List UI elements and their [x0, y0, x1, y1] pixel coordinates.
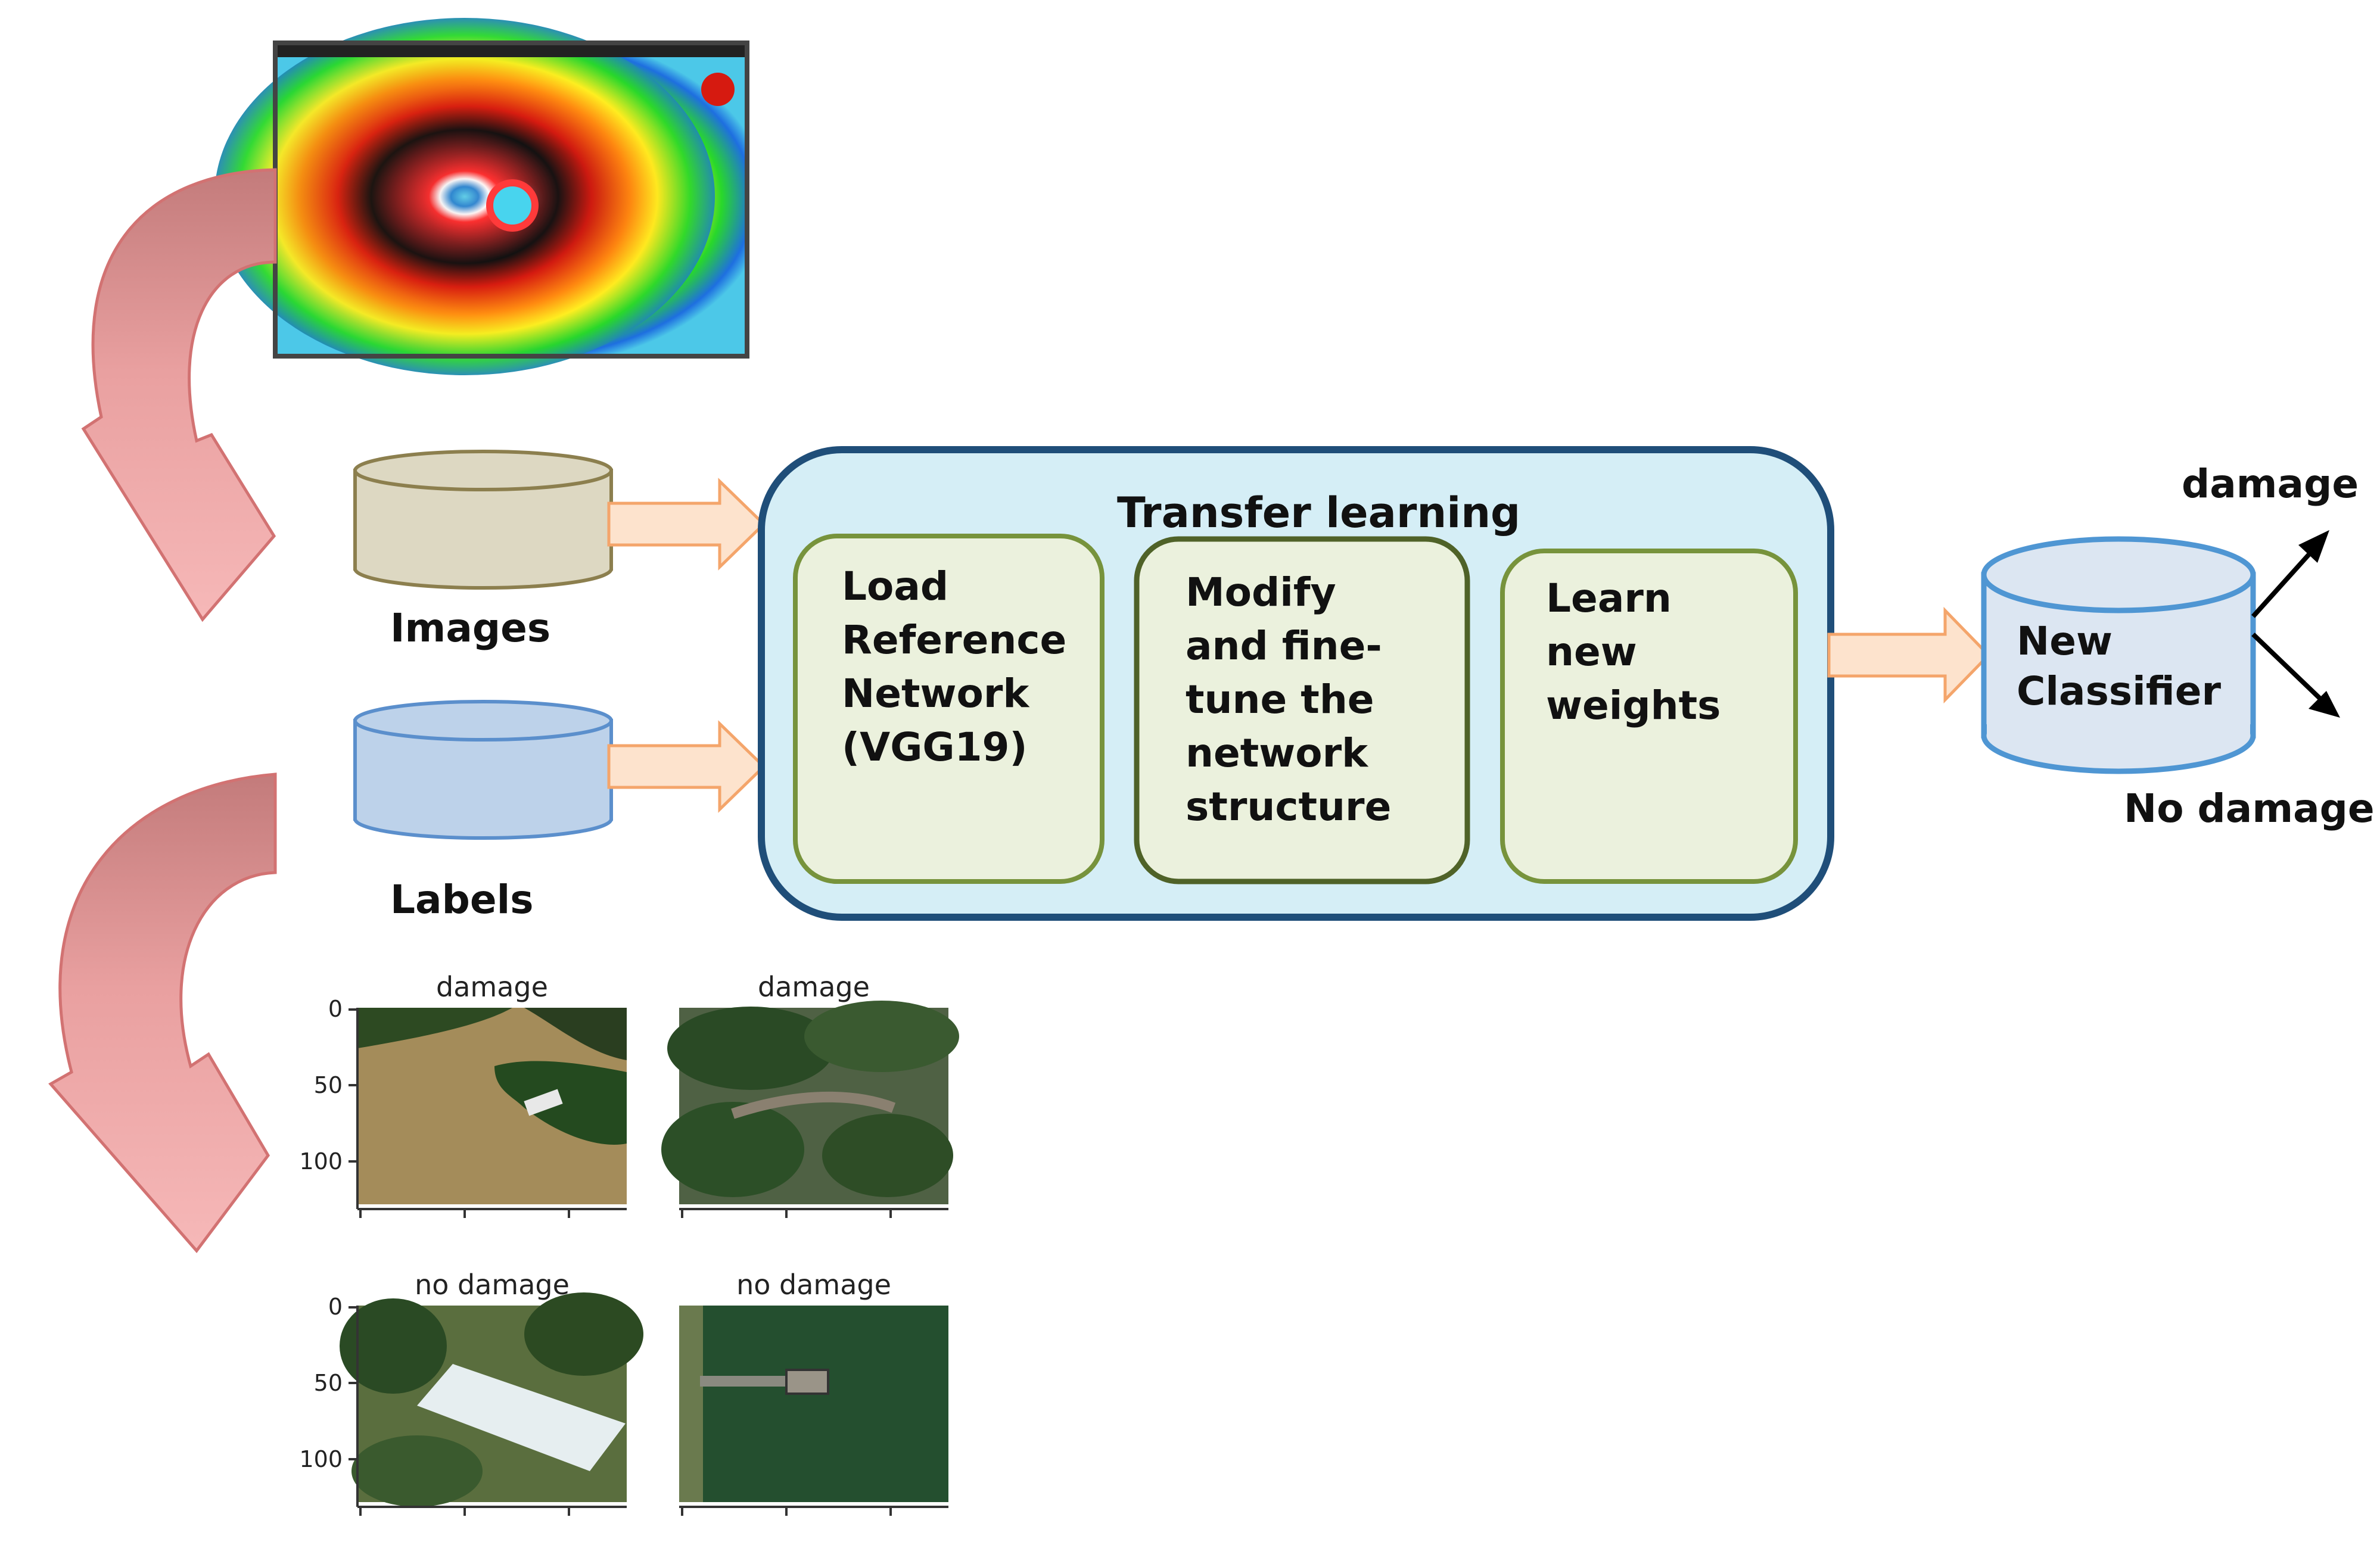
sample-title: damage — [758, 971, 870, 1003]
labels-db-icon — [353, 700, 613, 840]
step-line: new — [1546, 629, 1637, 675]
step-load-text: Load Reference Network (VGG19) — [842, 560, 1066, 774]
step-line: Network — [842, 671, 1029, 717]
step-line: Reference — [842, 617, 1067, 663]
tick-label: 100 — [299, 1446, 343, 1472]
output-arrow-icon — [2251, 633, 2340, 718]
right-arrow-icon — [1827, 606, 1991, 704]
tick-label: 50 — [313, 1370, 343, 1396]
step-line: structure — [1186, 784, 1392, 830]
step-box-modify — [1134, 536, 1470, 884]
curved-arrow-icon — [48, 772, 277, 1253]
classifier-line: Classifier — [2017, 668, 2222, 714]
sample-title: damage — [436, 971, 548, 1003]
step-line: and fine- — [1186, 623, 1382, 669]
sample-thumbnail — [661, 1001, 959, 1204]
output-no-damage-label: No damage — [2124, 786, 2375, 831]
tick-label: 0 — [328, 1294, 343, 1320]
right-arrow-icon — [607, 720, 766, 813]
sample-thumbnail — [357, 1008, 627, 1204]
classifier-text: New Classifier — [2017, 616, 2221, 717]
curved-arrow-icon — [81, 168, 277, 622]
sample-axes — [349, 1008, 948, 1516]
right-arrow-icon — [607, 478, 766, 571]
step-box-learn — [1500, 549, 1798, 884]
transfer-learning-title: Transfer learning — [1117, 488, 1521, 537]
step-line: (VGG19) — [842, 724, 1028, 770]
hurricane-satellite-image — [214, 18, 749, 375]
images-label: Images — [390, 605, 551, 651]
tick-label: 100 — [299, 1148, 343, 1175]
step-box-load — [793, 534, 1105, 884]
sample-title: no damage — [736, 1269, 891, 1301]
tick-label: 50 — [313, 1072, 343, 1098]
sample-thumbnail — [679, 1306, 948, 1502]
step-modify-text: Modify and fine- tune the network struct… — [1186, 566, 1391, 834]
step-learn-text: Learn new weights — [1546, 572, 1721, 733]
tick-label: 0 — [328, 996, 343, 1022]
sample-title: no damage — [415, 1269, 570, 1301]
step-line: Learn — [1546, 575, 1672, 621]
output-arrow-icon — [2251, 530, 2329, 618]
sample-thumbnail — [340, 1292, 643, 1507]
images-db-icon — [353, 450, 613, 590]
step-line: Modify — [1186, 569, 1336, 615]
step-line: Load — [842, 563, 949, 609]
step-line: network — [1186, 730, 1368, 776]
step-line: weights — [1546, 683, 1721, 728]
labels-label: Labels — [390, 877, 534, 923]
classifier-db-icon — [1981, 536, 2256, 774]
classifier-line: New — [2017, 618, 2113, 664]
step-line: tune the — [1186, 677, 1374, 722]
output-damage-label: damage — [2182, 461, 2359, 507]
